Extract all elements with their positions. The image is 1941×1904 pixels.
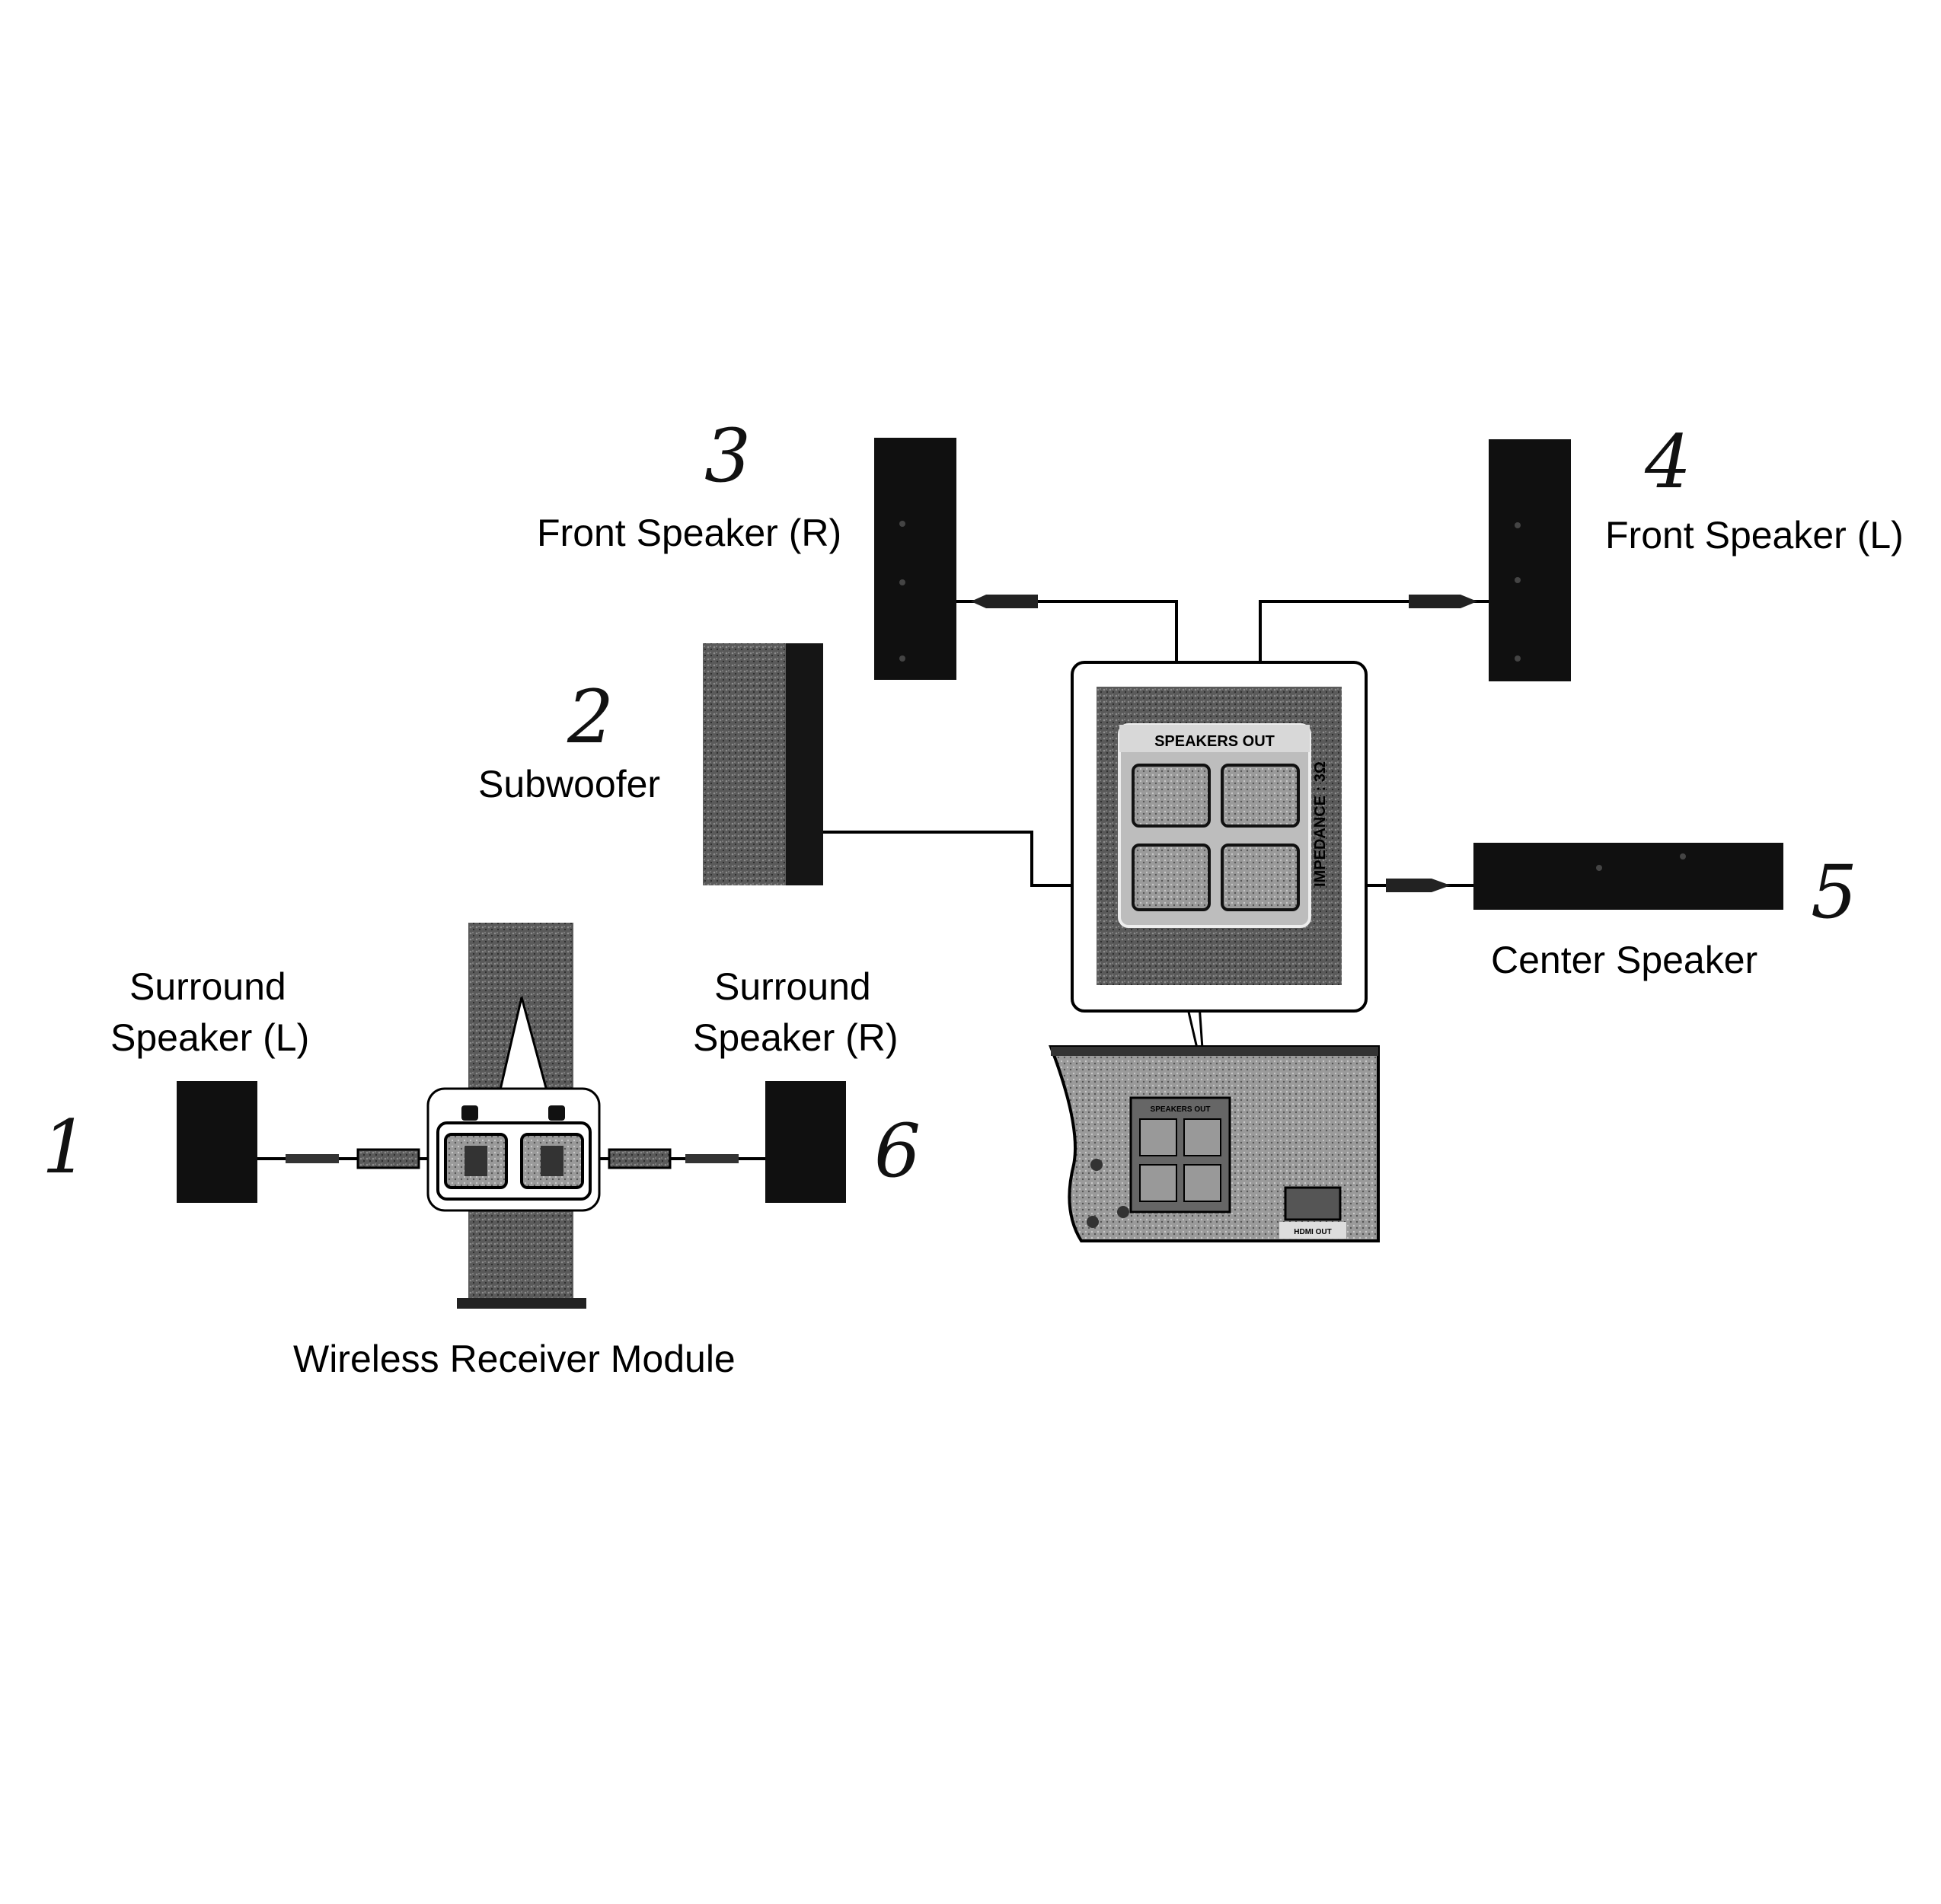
- front-speaker-right: [874, 438, 956, 680]
- label-surround-right-line2: Speaker (R): [693, 1016, 899, 1059]
- subwoofer-unit: [703, 643, 823, 885]
- plug-front-right-tip: [971, 595, 986, 608]
- number-1: 1: [42, 1105, 88, 1190]
- front-speaker-left: [1489, 439, 1571, 681]
- label-wireless-receiver-module: Wireless Receiver Module: [293, 1338, 736, 1380]
- plug-surround-right-a: [608, 1148, 672, 1169]
- surround-speaker-right: [765, 1081, 846, 1203]
- hdmi-port: [1284, 1186, 1342, 1221]
- label-center-speaker: Center Speaker: [1491, 939, 1757, 981]
- speakers-out-panel-callout: SPEAKERS OUT IMPEDANCE : 3Ω: [1071, 661, 1368, 1082]
- impedance-label: IMPEDANCE : 3Ω: [1312, 761, 1329, 887]
- label-surround-left-line1: Surround: [129, 965, 286, 1008]
- plug-front-left-tip: [1461, 595, 1477, 608]
- hdmi-out-label: HDMI OUT: [1294, 1228, 1331, 1236]
- mini-speakers-out-label: SPEAKERS OUT: [1151, 1105, 1211, 1114]
- plug-center: [1386, 879, 1432, 892]
- plug-surround-right-b: [685, 1154, 739, 1163]
- label-subwoofer: Subwoofer: [478, 763, 660, 805]
- wireless-receiver-module: [426, 923, 601, 1309]
- plug-center-tip: [1432, 879, 1451, 892]
- label-front-speaker-right: Front Speaker (R): [537, 512, 841, 554]
- terminal-front-left: [1221, 764, 1300, 828]
- label-surround-left-line2: Speaker (L): [110, 1016, 309, 1059]
- plug-front-left: [1409, 595, 1461, 608]
- terminal-subwoofer: [1132, 844, 1211, 911]
- number-5: 5: [1811, 850, 1857, 935]
- plug-front-right: [986, 595, 1038, 608]
- speakers-out-label: SPEAKERS OUT: [1154, 733, 1275, 750]
- label-surround-right-line1: Surround: [714, 965, 871, 1008]
- label-front-speaker-left: Front Speaker (L): [1605, 514, 1904, 557]
- number-6: 6: [874, 1108, 921, 1194]
- plug-surround-left-b: [286, 1154, 339, 1163]
- plug-surround-left-a: [356, 1148, 420, 1169]
- panel-terminals: [1132, 764, 1300, 911]
- center-speaker-unit: [1473, 843, 1783, 910]
- main-unit-rear: SPEAKERS OUT HDMI OUT: [1049, 1045, 1380, 1242]
- number-3: 3: [704, 413, 751, 499]
- terminal-front-right: [1132, 764, 1211, 828]
- number-2: 2: [567, 675, 614, 760]
- surround-speaker-left: [177, 1081, 257, 1203]
- number-4: 4: [1644, 419, 1691, 505]
- terminal-center: [1221, 844, 1300, 911]
